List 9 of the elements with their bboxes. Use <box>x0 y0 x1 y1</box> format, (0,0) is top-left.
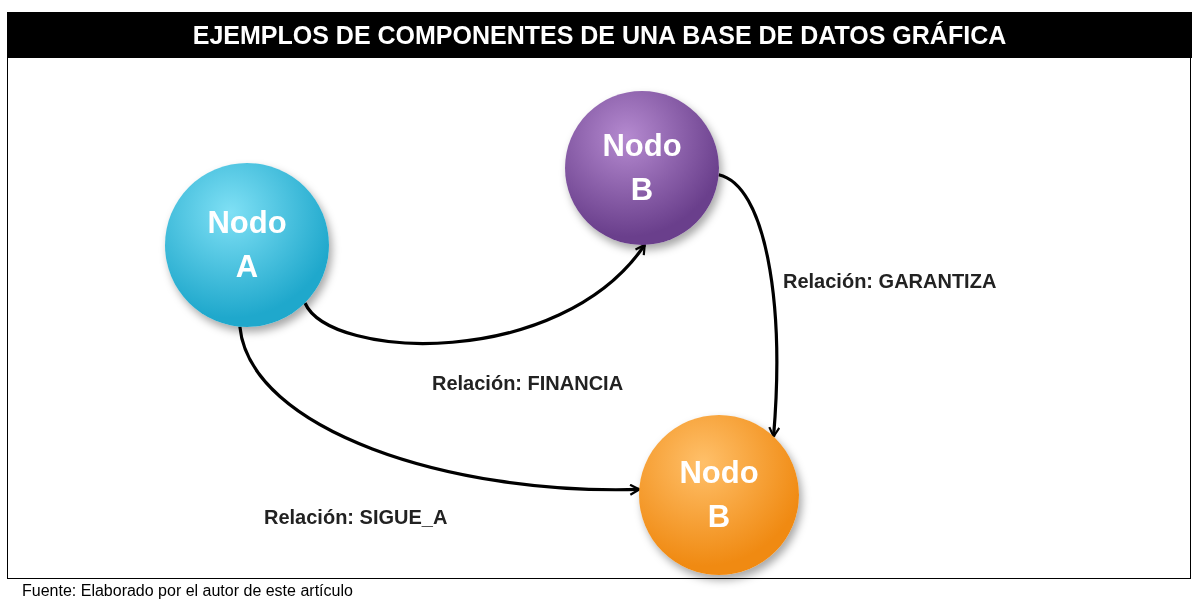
node-label: Nodo A <box>206 204 288 286</box>
arrow <box>718 173 781 438</box>
edge-label: Relación: SIGUE_A <box>262 506 450 529</box>
arrow <box>303 243 646 345</box>
source-caption: Fuente: Elaborado por el autor de este artículo <box>22 582 353 600</box>
arrow <box>238 326 641 496</box>
node-label: Nodo B <box>678 454 760 536</box>
title-bar: EJEMPLOS DE COMPONENTES DE UNA BASE DE DATOS GRÁFICA <box>7 12 1192 58</box>
node-label: Nodo B <box>601 127 683 209</box>
